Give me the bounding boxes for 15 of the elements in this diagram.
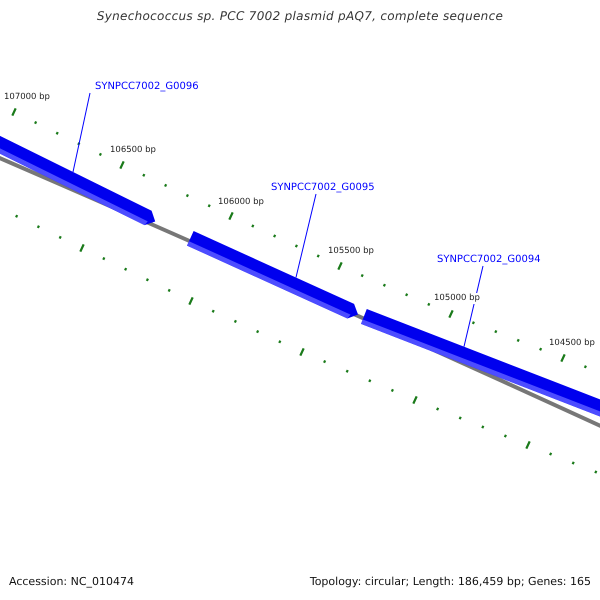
footer-text: Accession: NC_010474	[9, 575, 134, 589]
gene-feature-bar	[187, 231, 358, 318]
position-label: 107000 bp	[4, 92, 50, 103]
leader-line	[72, 92, 90, 172]
position-label: 105500 bp	[328, 246, 374, 257]
footer-text: Topology: circular; Length: 186,459 bp; Genes: 165	[310, 575, 591, 589]
gene-label: SYNPCC7002_G0095	[271, 181, 375, 194]
position-label: 106000 bp	[218, 197, 264, 208]
leader-line	[296, 194, 316, 278]
position-label: 105000 bp	[434, 293, 480, 304]
title: Synechococcus sp. PCC 7002 plasmid pAQ7, complete sequence	[96, 9, 504, 23]
position-label: 104500 bp	[549, 338, 595, 349]
position-label: 106500 bp	[110, 145, 156, 156]
gene-label: SYNPCC7002_G0096	[95, 80, 199, 93]
gene-label: SYNPCC7002_G0094	[437, 253, 541, 266]
